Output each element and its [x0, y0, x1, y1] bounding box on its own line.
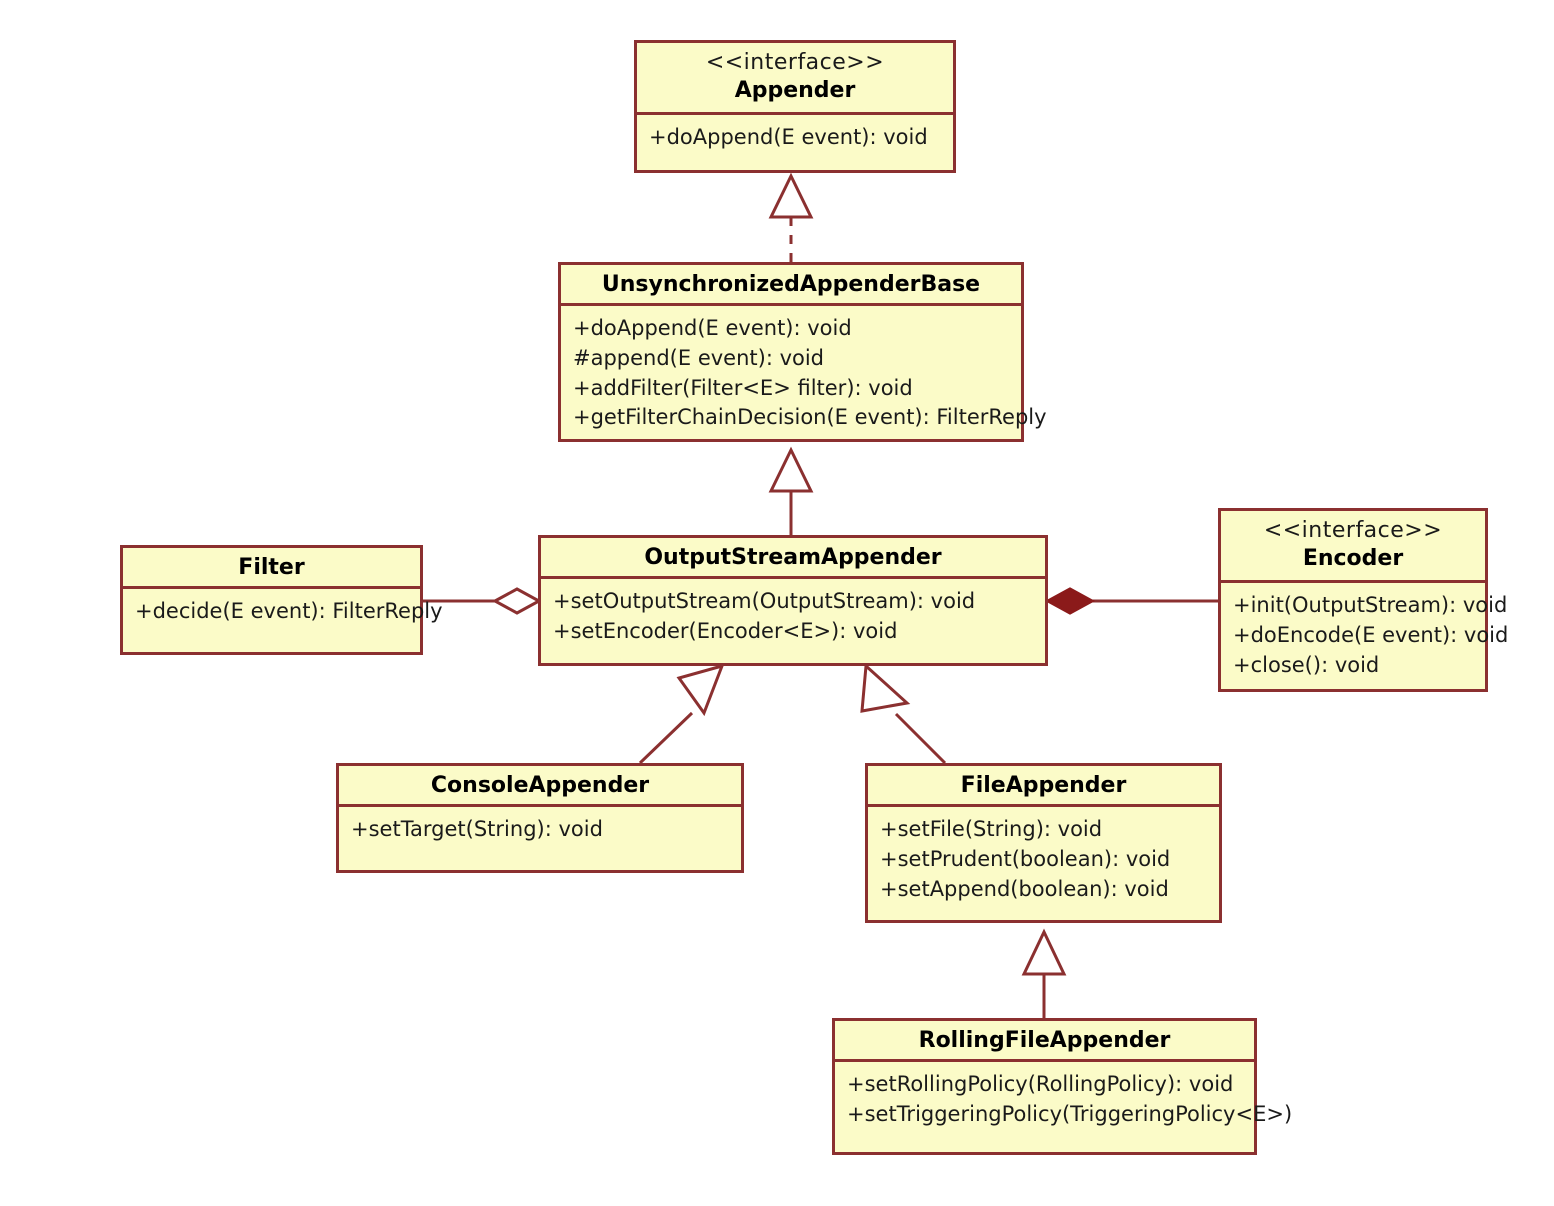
uml-class-rolling_file_appender[interactable]: RollingFileAppender +setRollingPolicy(Rol… — [832, 1018, 1293, 1155]
uml-class-name-file_appender: FileAppender — [960, 773, 1127, 798]
uml-member: +setAppend(boolean): void — [880, 876, 1169, 901]
uml-class-header-encoder: <<interface>>Encoder — [1221, 511, 1485, 583]
uml-class-output_stream_appender[interactable]: OutputStreamAppender +setOutputStream(Out… — [538, 535, 1048, 666]
uml-member: +init(OutputStream): void — [1233, 593, 1508, 617]
uml-class-name-appender: Appender — [734, 77, 856, 103]
uml-class-stereotype-encoder: <<interface>> — [1263, 518, 1443, 543]
uml-class-members-file_appender: +setFile(String): void +setPrudent(boolea… — [868, 807, 1219, 914]
uml-class-members-output_stream_appender: +setOutputStream(OutputStream): void +set… — [541, 579, 1045, 657]
uml-class-header-appender: <<interface>>Appender — [637, 43, 953, 115]
uml-class-header-file_appender: FileAppender — [868, 766, 1219, 807]
uml-class-members-filter: +decide(E event): FilterReply — [123, 589, 443, 637]
uml-class-header-rolling_file_appender: RollingFileAppender — [835, 1021, 1254, 1062]
edge-realization-appender — [768, 172, 814, 262]
uml-class-console_appender[interactable]: ConsoleAppender +setTarget(String): void — [336, 763, 744, 873]
uml-member: +getFilterChainDecision(E event): Filter… — [573, 405, 1047, 430]
uml-class-header-unsynchronized_appender_base: UnsynchronizedAppenderBase — [561, 265, 1021, 306]
uml-class-name-console_appender: ConsoleAppender — [430, 773, 650, 798]
uml-class-name-filter: Filter — [238, 555, 305, 580]
uml-class-members-encoder: +init(OutputStream): void +doEncode(E eve… — [1221, 583, 1509, 690]
uml-class-name-unsynchronized_appender_base: UnsynchronizedAppenderBase — [601, 272, 981, 297]
uml-member: +addFilter(Filter<E> filter): void — [573, 375, 913, 400]
uml-class-stereotype-appender: <<interface>> — [705, 50, 885, 75]
uml-class-name-encoder: Encoder — [1302, 545, 1404, 571]
uml-member: +setTarget(String): void — [351, 817, 603, 841]
uml-member: +setFile(String): void — [880, 817, 1103, 841]
uml-class-filter[interactable]: Filter +decide(E event): FilterReply — [120, 545, 443, 655]
edge-composition-encoder — [1044, 587, 1218, 615]
uml-class-encoder[interactable]: <<interface>>Encoder+init(OutputStream):… — [1218, 508, 1509, 692]
uml-member: +doEncode(E event): void — [1233, 622, 1509, 647]
uml-class-header-output_stream_appender: OutputStreamAppender — [541, 538, 1045, 579]
uml-class-name-rolling_file_appender: RollingFileAppender — [918, 1028, 1171, 1053]
uml-class-file_appender[interactable]: FileAppender +setFile(String): void +setPr… — [865, 763, 1222, 923]
uml-member: +setPrudent(boolean): void — [880, 846, 1171, 871]
edge-generalization-file-appender — [860, 662, 947, 765]
uml-member: +doAppend(E event): void — [573, 316, 852, 340]
uml-class-header-filter: Filter — [123, 548, 420, 589]
edge-generalization-rolling-file-appender — [1021, 928, 1067, 1018]
uml-member: +setTriggeringPolicy(TriggeringPolicy<E>… — [847, 1101, 1293, 1126]
uml-member: +doAppend(E event): void — [649, 125, 928, 149]
edge-generalization-unsynchronized-appender-base — [768, 446, 814, 535]
uml-class-name-output_stream_appender: OutputStreamAppender — [644, 545, 942, 570]
uml-member: #append(E event): void — [573, 345, 825, 370]
uml-class-header-console_appender: ConsoleAppender — [339, 766, 741, 807]
uml-member: +decide(E event): FilterReply — [135, 599, 443, 623]
uml-class-members-console_appender: +setTarget(String): void — [339, 807, 741, 855]
uml-member: +close(): void — [1233, 652, 1380, 677]
uml-class-appender[interactable]: <<interface>>Appender +doAppend(E event):… — [634, 40, 956, 173]
uml-member: +setRollingPolicy(RollingPolicy): void — [847, 1072, 1234, 1096]
uml-member: +setEncoder(Encoder<E>): void — [553, 618, 898, 643]
uml-class-members-unsynchronized_appender_base: +doAppend(E event): void #append(E event)… — [561, 306, 1047, 443]
uml-class-members-rolling_file_appender: +setRollingPolicy(RollingPolicy): void +s… — [835, 1062, 1293, 1140]
uml-member: +setOutputStream(OutputStream): void — [553, 589, 976, 613]
edge-generalization-console-appender — [638, 663, 725, 765]
uml-class-unsynchronized_appender_base[interactable]: UnsynchronizedAppenderBase +doAppend(E ev… — [558, 262, 1047, 443]
uml-class-members-appender: +doAppend(E event): void — [637, 115, 953, 163]
